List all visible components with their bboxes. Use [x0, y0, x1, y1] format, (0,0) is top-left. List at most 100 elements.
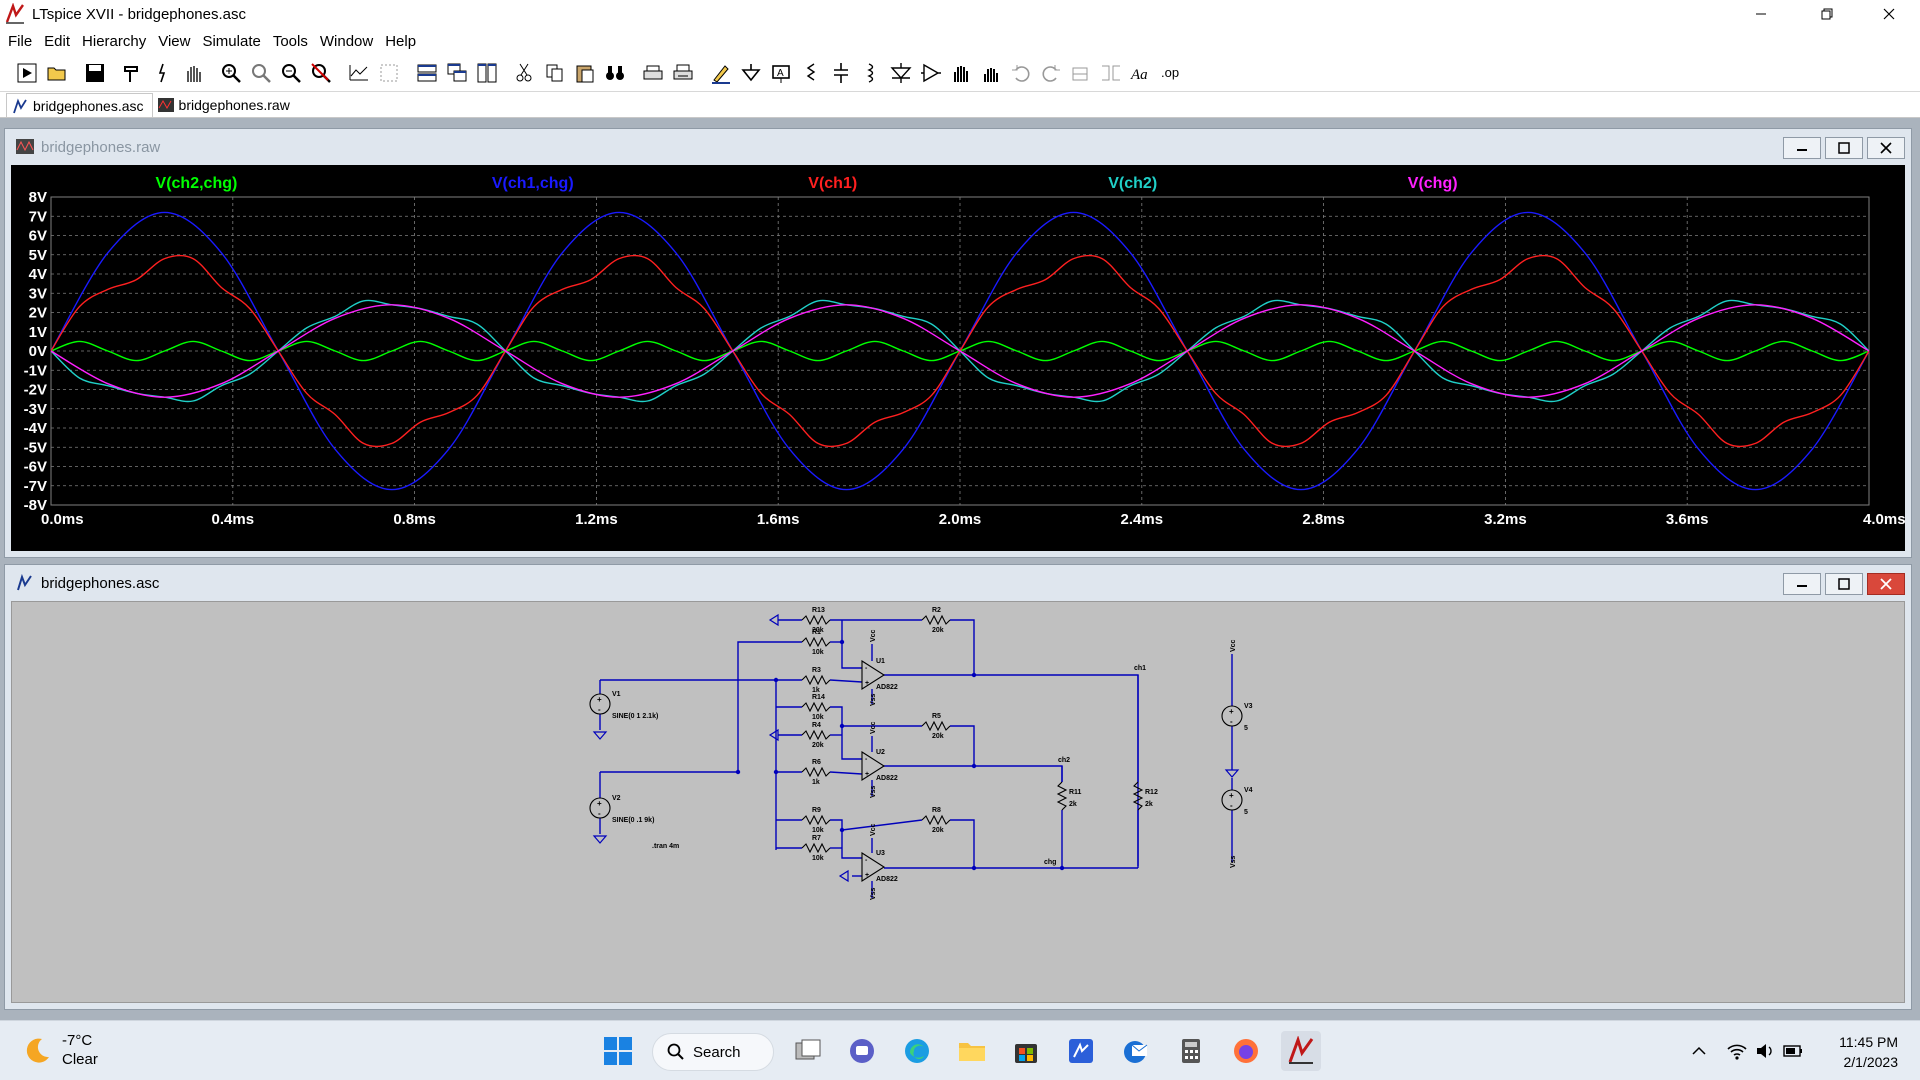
- label-net-button[interactable]: A: [766, 58, 796, 88]
- move-button[interactable]: [946, 58, 976, 88]
- cascade-button[interactable]: [442, 58, 472, 88]
- resistor-R6[interactable]: [801, 766, 831, 778]
- wifi-icon[interactable]: [1726, 1040, 1748, 1062]
- edge-button[interactable]: [897, 1031, 937, 1071]
- copy-button[interactable]: [540, 58, 570, 88]
- resistor-R12[interactable]: [1132, 781, 1144, 811]
- resistor-R8[interactable]: [921, 814, 951, 826]
- app-button[interactable]: [1061, 1031, 1101, 1071]
- wire[interactable]: [884, 765, 1063, 782]
- resistor-R5[interactable]: [921, 720, 951, 732]
- undo-button[interactable]: [1006, 58, 1036, 88]
- waveform-window-titlebar[interactable]: bridgephones.raw: [5, 129, 1911, 165]
- resistor-R13[interactable]: [801, 614, 831, 626]
- menu-edit[interactable]: Edit: [44, 32, 71, 50]
- opamp-U2[interactable]: [861, 750, 886, 782]
- zoom-in-button[interactable]: [216, 58, 246, 88]
- child-minimize-button[interactable]: [1783, 137, 1821, 159]
- child-maximize-button[interactable]: [1825, 137, 1863, 159]
- menu-view[interactable]: View: [158, 32, 191, 50]
- firefox-button[interactable]: [1226, 1031, 1266, 1071]
- weather-widget[interactable]: -7°C Clear: [22, 1031, 98, 1069]
- opamp-U3[interactable]: [861, 851, 886, 883]
- tile-vertical-button[interactable]: [472, 58, 502, 88]
- taskbar-search[interactable]: Search: [652, 1033, 774, 1071]
- series-legend-label[interactable]: V(ch2): [1108, 175, 1157, 192]
- wire[interactable]: [950, 725, 975, 767]
- print-preview-button[interactable]: [668, 58, 698, 88]
- series-legend-label[interactable]: V(ch2,chg): [156, 175, 238, 192]
- voltage-source-V4[interactable]: [1221, 789, 1243, 811]
- wire[interactable]: [829, 771, 863, 775]
- ltspice-taskbar-button[interactable]: [1281, 1031, 1321, 1071]
- voltage-source-V1[interactable]: [589, 693, 611, 715]
- resistor-R9[interactable]: [801, 814, 831, 826]
- wire[interactable]: [830, 706, 862, 760]
- capacitor-button[interactable]: [826, 58, 856, 88]
- series-legend-label[interactable]: V(ch1): [808, 175, 857, 192]
- autorange-button[interactable]: [344, 58, 374, 88]
- resistor-R14[interactable]: [801, 701, 831, 713]
- grid-button[interactable]: [374, 58, 404, 88]
- store-button[interactable]: [1006, 1031, 1046, 1071]
- save-button[interactable]: [80, 58, 110, 88]
- voltage-source-V2[interactable]: [589, 797, 611, 819]
- redo-button[interactable]: [1036, 58, 1066, 88]
- schematic-drawing[interactable]: R1320kR220kR110k-+U1AD822VccVssch1R31k+-…: [12, 602, 1906, 1004]
- zoom-full-button[interactable]: [246, 58, 276, 88]
- wire[interactable]: [950, 819, 975, 868]
- find-button[interactable]: [600, 58, 630, 88]
- new-schematic-button[interactable]: [12, 58, 42, 88]
- menu-hierarchy[interactable]: Hierarchy: [82, 32, 147, 50]
- mirror-button[interactable]: [1096, 58, 1126, 88]
- mail-button[interactable]: [1116, 1031, 1156, 1071]
- wire[interactable]: [737, 641, 802, 768]
- menu-simulate[interactable]: Simulate: [202, 32, 261, 50]
- file-explorer-button[interactable]: [952, 1031, 992, 1071]
- opamp-U1[interactable]: [861, 659, 886, 691]
- series-line-4[interactable]: [50, 304, 1870, 398]
- rotate-button[interactable]: [1066, 58, 1096, 88]
- ground-button[interactable]: [736, 58, 766, 88]
- taskbar-clock[interactable]: 11:45 PM 2/1/2023: [1839, 1032, 1898, 1072]
- menu-window[interactable]: Window: [319, 32, 374, 50]
- zoom-cancel-button[interactable]: [306, 58, 336, 88]
- wire[interactable]: [884, 674, 1139, 866]
- tile-horizontal-button[interactable]: [412, 58, 442, 88]
- tab-bridgephones-raw[interactable]: bridgephones.raw: [153, 93, 298, 117]
- schematic-window-titlebar[interactable]: bridgephones.asc: [5, 565, 1911, 601]
- control-panel-button[interactable]: [118, 58, 148, 88]
- teams-chat-button[interactable]: [842, 1031, 882, 1071]
- start-button[interactable]: [598, 1031, 638, 1071]
- volume-icon[interactable]: [1754, 1040, 1776, 1062]
- draw-wire-button[interactable]: [706, 58, 736, 88]
- run-button[interactable]: [148, 58, 178, 88]
- task-view-button[interactable]: [788, 1031, 828, 1071]
- pan-button[interactable]: [178, 58, 208, 88]
- voltage-source-V3[interactable]: [1221, 705, 1243, 727]
- paste-button[interactable]: [570, 58, 600, 88]
- calculator-button[interactable]: [1171, 1031, 1211, 1071]
- child-minimize-button[interactable]: [1783, 573, 1821, 595]
- wire[interactable]: [829, 679, 863, 683]
- wire[interactable]: [830, 819, 862, 859]
- wire[interactable]: [841, 819, 923, 831]
- child-close-button[interactable]: [1867, 137, 1905, 159]
- open-button[interactable]: [42, 58, 72, 88]
- resistor-R7[interactable]: [801, 842, 831, 854]
- inductor-button[interactable]: [856, 58, 886, 88]
- wire[interactable]: [841, 620, 862, 669]
- cut-button[interactable]: [510, 58, 540, 88]
- print-button[interactable]: [638, 58, 668, 88]
- child-maximize-button[interactable]: [1825, 573, 1863, 595]
- minimize-button[interactable]: [1732, 0, 1790, 28]
- resistor-button[interactable]: [796, 58, 826, 88]
- resistor-R4[interactable]: [801, 729, 831, 741]
- diode-button[interactable]: [886, 58, 916, 88]
- resistor-R3[interactable]: [801, 674, 831, 686]
- series-legend-label[interactable]: V(ch1,chg): [492, 175, 574, 192]
- child-close-button[interactable]: [1867, 573, 1905, 595]
